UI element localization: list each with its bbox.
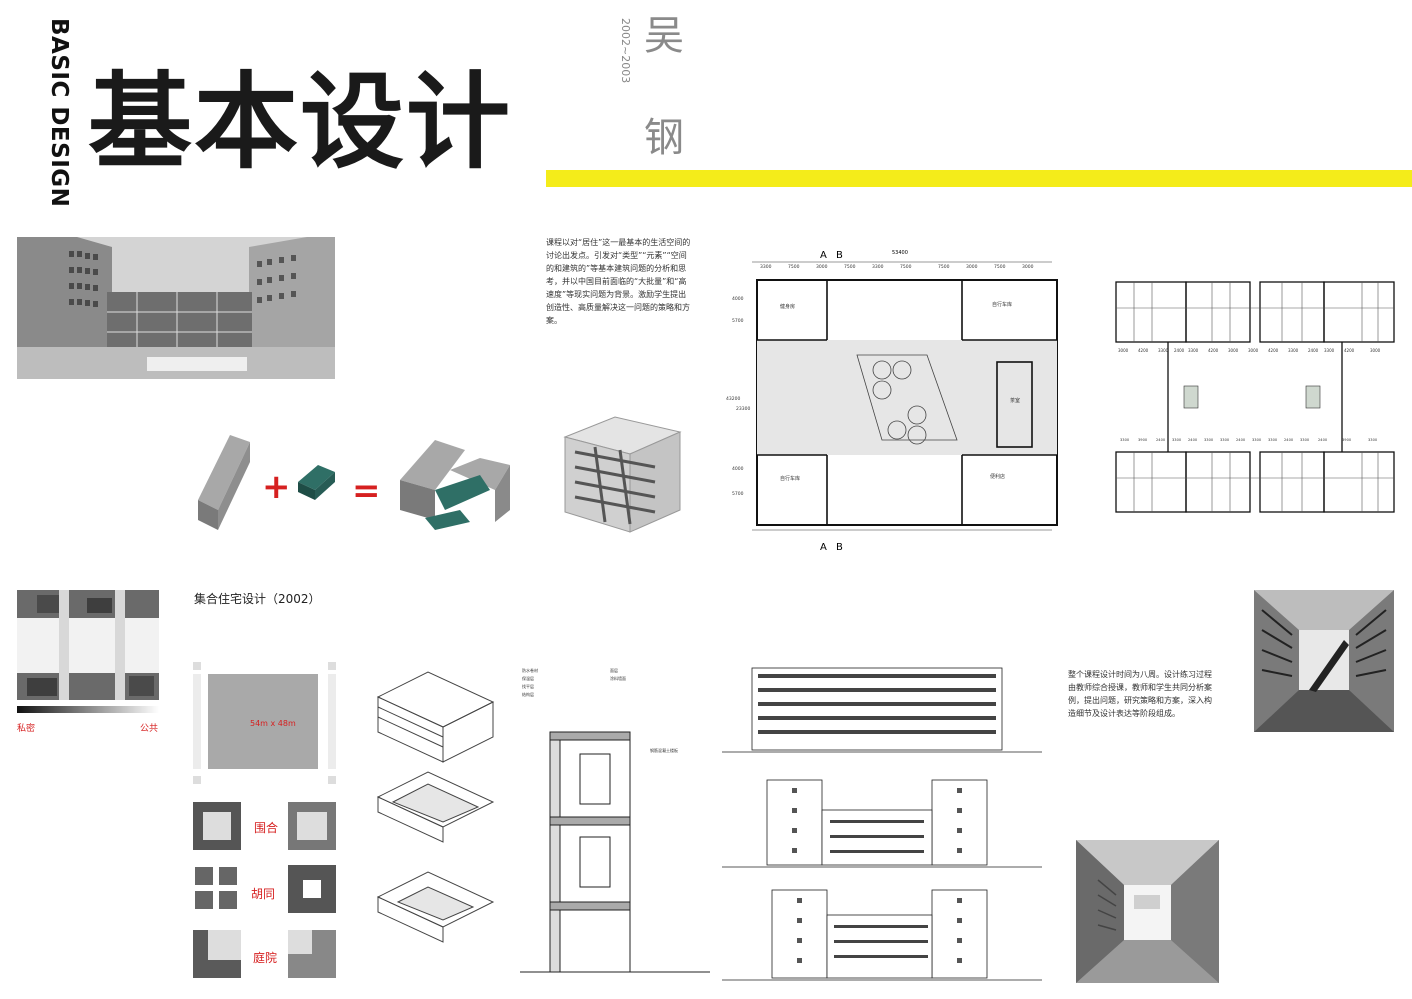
room-label: 自行车库	[780, 475, 800, 482]
plan-dim: 7500	[788, 264, 800, 270]
section-note: 涂料墙面	[610, 675, 626, 681]
unit-dim: 3300	[1268, 438, 1278, 442]
unit-dim: 3900	[1342, 438, 1352, 442]
plan-side-dim: 4000	[732, 466, 744, 472]
section-marker-a: A	[820, 250, 827, 261]
plan-side-dim: 43200	[726, 396, 740, 402]
unit-dim: 2400	[1156, 438, 1166, 442]
unit-dim: 3300	[1120, 438, 1130, 442]
intro-paragraph: 课程以对“居住”这一最基本的生活空间的讨论出发点。引发对“类型”“元素”“空间的…	[546, 238, 691, 325]
unit-dim: 3300	[1324, 348, 1335, 353]
project-title: 集合住宅设计（2002）	[194, 592, 321, 606]
building-elevations	[722, 667, 1042, 981]
plan-side-dim: 5700	[732, 491, 744, 497]
interior-perspective-upper	[1254, 590, 1394, 732]
site-diagram	[193, 662, 338, 784]
unit-dim: 2400	[1318, 438, 1328, 442]
typology-label-enclosure: 围合	[254, 821, 279, 835]
unit-dim: 3000	[1228, 348, 1239, 353]
frame-axonometric	[563, 416, 682, 533]
accent-bar	[546, 170, 1412, 187]
plan-side-dim: 4000	[732, 296, 744, 302]
plan-total-width: 53400	[892, 250, 908, 256]
section-note: 保温层	[522, 675, 534, 681]
plan-dim: 3000	[966, 264, 978, 270]
building-rendering	[17, 237, 335, 379]
unit-dim: 2400	[1174, 348, 1185, 353]
room-label: 便利店	[990, 473, 1005, 480]
section-note: 钢筋混凝土楼板	[650, 747, 678, 753]
plan-dim: 7500	[938, 264, 950, 270]
plan-dim: 3000	[1022, 264, 1034, 270]
plan-dim: 7500	[844, 264, 856, 270]
section-marker-b-bottom: B	[836, 542, 843, 552]
plan-side-dim: 5700	[732, 318, 744, 324]
unit-dim: 3000	[1248, 348, 1259, 353]
unit-dim: 3300	[1188, 348, 1199, 353]
author-first-char: 吴	[644, 13, 684, 59]
privacy-gradient-diagram	[17, 590, 159, 713]
room-label: 健身房	[780, 303, 795, 310]
section-note: 结构层	[522, 691, 534, 697]
typology-diagrams	[193, 802, 336, 978]
author-second-char: 钢	[644, 115, 684, 161]
svg-text:=: =	[352, 471, 381, 511]
unit-dim: 2400	[1308, 348, 1319, 353]
section-marker-b: B	[836, 250, 843, 261]
interior-perspective-lower	[1076, 840, 1219, 983]
unit-dim: 3300	[1220, 438, 1230, 442]
unit-dim: 4200	[1268, 348, 1279, 353]
plan-dim: 7500	[900, 264, 912, 270]
typical-floor-plan: 3000 4200 3300 2400 3300 4200 3000 3000 …	[1115, 281, 1395, 513]
unit-dim: 2400	[1284, 438, 1294, 442]
section-marker-a-bottom: A	[820, 542, 827, 552]
unit-dim: 3300	[1288, 348, 1299, 353]
unit-dim: 4200	[1344, 348, 1355, 353]
years-label: 2002~2003	[619, 18, 632, 84]
unit-dim: 2400	[1188, 438, 1198, 442]
wall-section-detail: 防水卷材 保温层 找平层 结构层 面层 涂料墙面 钢筋混凝土楼板	[520, 667, 710, 973]
room-label: 茶室	[1010, 397, 1020, 404]
plan-dim: 3300	[760, 264, 772, 270]
unit-dim: 4200	[1208, 348, 1219, 353]
unit-dim: 2400	[1236, 438, 1246, 442]
typology-label-hutong: 胡同	[251, 887, 276, 901]
unit-dim: 3300	[1158, 348, 1169, 353]
svg-text:+: +	[262, 467, 291, 507]
site-dimension-label: 54m x 48m	[250, 719, 296, 728]
structural-axonometrics	[376, 671, 495, 943]
unit-dim: 3900	[1138, 438, 1148, 442]
unit-dim: 3300	[1172, 438, 1182, 442]
ground-floor-plan: A B A B 53400 3300 7500 3000 7500 3300 7…	[726, 250, 1058, 552]
section-note: 防水卷材	[522, 667, 538, 673]
unit-dim: 3000	[1118, 348, 1129, 353]
plan-dim: 3300	[872, 264, 884, 270]
plan-side-dim: 23300	[736, 406, 750, 412]
section-note: 面层	[610, 667, 618, 673]
section-note: 找平层	[522, 683, 534, 689]
unit-dim: 3300	[1300, 438, 1310, 442]
process-paragraph: 整个课程设计时间为八周。设计练习过程由教师综合授课，教师和学生共同分析案例，提出…	[1068, 670, 1212, 718]
public-label: 公共	[140, 724, 159, 734]
typology-label-courtyard: 庭院	[253, 951, 278, 965]
plan-dim: 7500	[994, 264, 1006, 270]
unit-dim: 3300	[1368, 438, 1378, 442]
unit-dim: 3300	[1252, 438, 1262, 442]
unit-dim: 3300	[1204, 438, 1214, 442]
room-label: 自行车库	[992, 301, 1012, 308]
unit-dim: 4200	[1138, 348, 1149, 353]
plan-dim: 3000	[816, 264, 828, 270]
volume-equation-diagram: + =	[198, 435, 510, 530]
private-label: 私密	[17, 724, 36, 734]
unit-dim: 3000	[1370, 348, 1381, 353]
page-title: 基本设计	[88, 61, 513, 183]
english-title: BASIC DESIGN	[46, 18, 72, 208]
